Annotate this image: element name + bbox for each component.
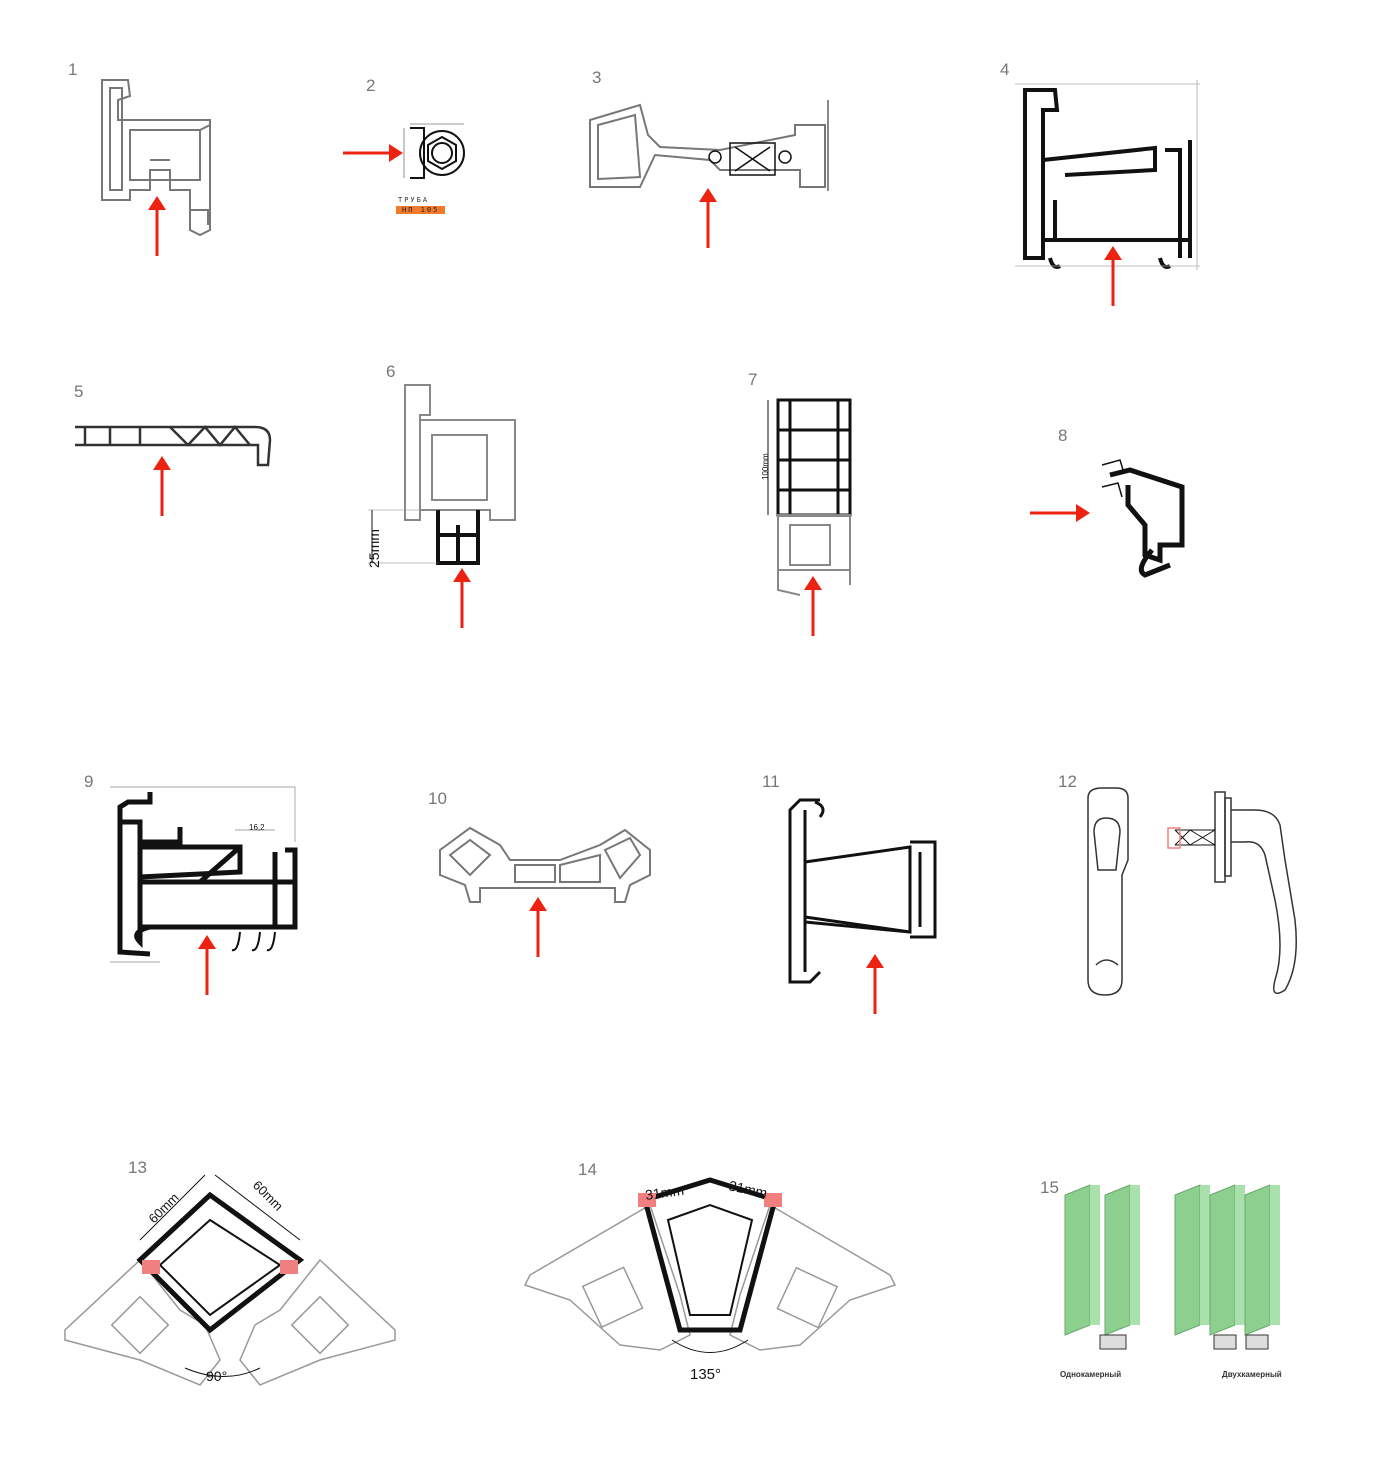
red-arrow-icon (153, 456, 171, 516)
profile-diagram-10 (439, 826, 651, 903)
item-number-2: 2 (366, 76, 376, 95)
item-number-8: 8 (1058, 426, 1068, 445)
item-number-11: 11 (762, 772, 780, 791)
svg-text:60mm: 60mm (146, 1190, 182, 1226)
angle-135-label: 135° (690, 1366, 722, 1383)
red-arrow-icon (804, 576, 822, 636)
profile-diagram-3 (589, 100, 829, 191)
profile-diagram-6 (368, 384, 516, 565)
dimension-100mm: 100mm (761, 453, 770, 480)
item-number-5: 5 (74, 382, 84, 401)
item-number-15: 15 (1040, 1178, 1059, 1197)
profile-diagram-1 (101, 79, 211, 237)
red-arrow-icon (699, 188, 717, 248)
item-number-3: 3 (592, 68, 602, 87)
red-arrow-icon (529, 897, 547, 957)
dimension-60mm-left: 60mm (146, 1190, 182, 1226)
single-chamber-glass-icon (1064, 1184, 1140, 1350)
item-number-4: 4 (1000, 60, 1010, 79)
profile-diagram-9 (110, 786, 298, 963)
red-arrow-icon (453, 568, 471, 628)
svg-text:100mm: 100mm (761, 453, 770, 480)
profile-diagram-2 (403, 123, 465, 179)
item-number-1: 1 (68, 60, 78, 79)
item-number-7: 7 (748, 370, 758, 389)
red-arrow-icon (1104, 246, 1122, 306)
corner-135-diagram-14 (523, 1177, 897, 1353)
tube-label: ТРУБА (398, 196, 430, 204)
double-chamber-label: Двухкамерный (1222, 1370, 1282, 1379)
svg-text:31mm: 31mm (727, 1177, 768, 1201)
svg-text:16,2: 16,2 (249, 823, 265, 832)
item-number-13: 13 (128, 1158, 147, 1177)
svg-text:25mm: 25mm (366, 529, 382, 568)
angle-90-label: 90° (206, 1368, 228, 1384)
profile-diagram-7 (767, 398, 852, 596)
profile-diagram-5 (75, 425, 272, 467)
dimension-31mm-left: 31mm (644, 1182, 685, 1203)
dimension-31mm-right: 31mm (727, 1177, 768, 1201)
svg-text:60mm: 60mm (250, 1178, 286, 1214)
tube-code-tag: НП 105 (396, 206, 446, 214)
window-handle-diagram-12 (1087, 787, 1297, 996)
red-arrow-icon (343, 144, 403, 162)
dimension-25mm: 25mm (366, 529, 382, 568)
red-arrow-icon (198, 935, 216, 995)
red-arrow-icon (1030, 504, 1090, 522)
double-chamber-glass-icon (1174, 1184, 1280, 1350)
svg-text:31mm: 31mm (644, 1182, 685, 1203)
item-number-9: 9 (84, 772, 94, 791)
red-arrow-icon (148, 196, 166, 256)
corner-90-diagram-13 (64, 1174, 396, 1386)
red-arrow-icon (866, 954, 884, 1014)
item-number-12: 12 (1058, 772, 1077, 791)
item-number-14: 14 (578, 1160, 597, 1179)
dimension-16-2: 16,2 (249, 823, 265, 832)
profile-diagram-4 (1015, 80, 1200, 270)
dimension-60mm-right: 60mm (250, 1178, 286, 1214)
single-chamber-label: Однокамерный (1060, 1370, 1122, 1379)
profile-diagram-11 (788, 798, 937, 984)
profile-diagram-8 (1101, 459, 1185, 578)
item-number-10: 10 (428, 789, 447, 808)
item-number-6: 6 (386, 362, 396, 381)
